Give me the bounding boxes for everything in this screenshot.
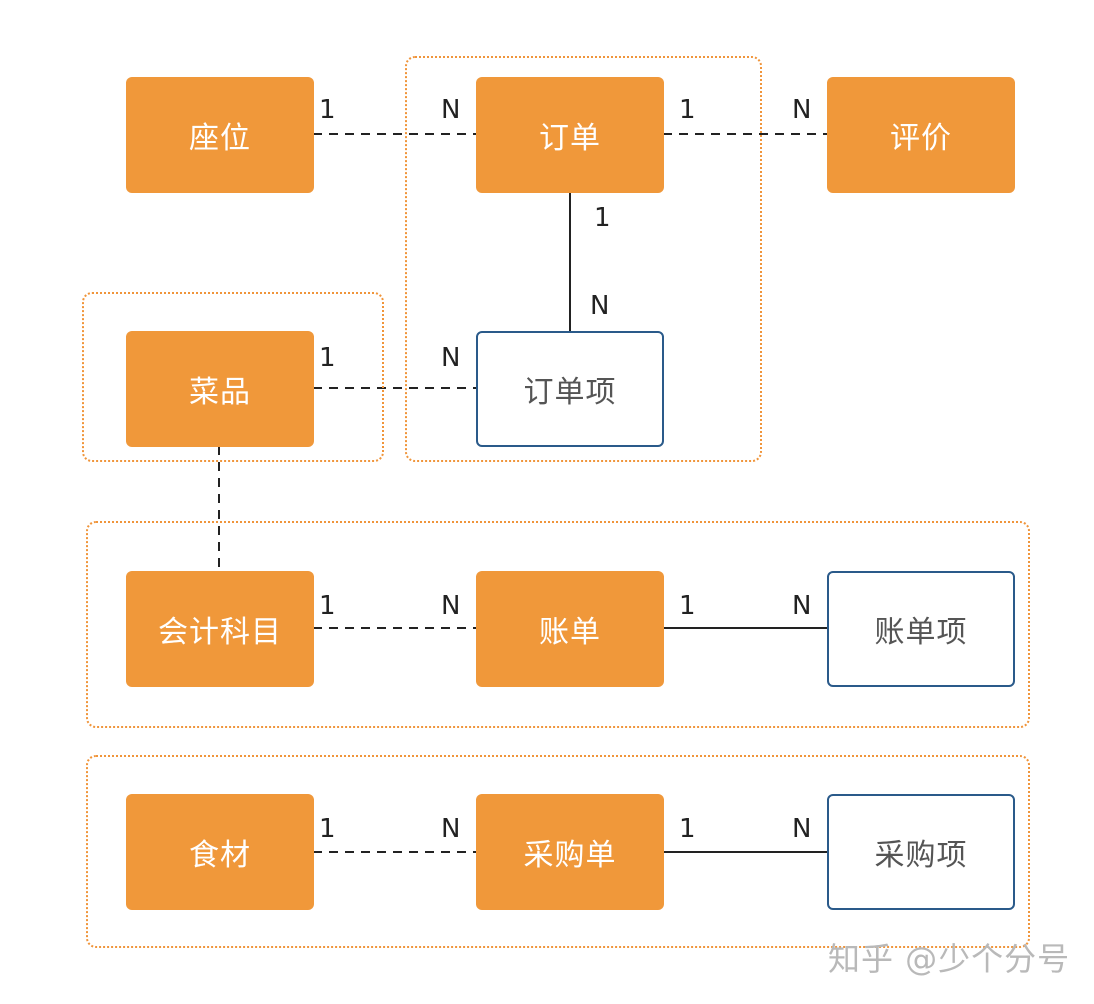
- card-bill-billitem-to: N: [792, 591, 812, 621]
- card-subject-bill-to: N: [441, 591, 461, 621]
- card-order-orderitem-to: N: [590, 291, 610, 321]
- entity-dish: 菜品: [126, 331, 314, 447]
- card-seat-order-to: N: [441, 95, 461, 125]
- entity-bill-item: 账单项: [827, 571, 1015, 687]
- entity-review: 评价: [827, 77, 1015, 193]
- card-seat-order-from: 1: [319, 95, 336, 125]
- purchase-aggregate-boundary: [86, 755, 1030, 948]
- card-dish-orderitem-to: N: [441, 343, 461, 373]
- entity-bill: 账单: [476, 571, 664, 687]
- entity-account-subject: 会计科目: [126, 571, 314, 687]
- card-purchase-purchaseitem-to: N: [792, 814, 812, 844]
- order-aggregate-boundary: [405, 56, 762, 462]
- entity-order: 订单: [476, 77, 664, 193]
- entity-seat: 座位: [126, 77, 314, 193]
- card-order-orderitem-from: 1: [594, 203, 611, 233]
- card-order-review-to: N: [792, 95, 812, 125]
- card-bill-billitem-from: 1: [679, 591, 696, 621]
- card-order-review-from: 1: [679, 95, 696, 125]
- entity-order-item: 订单项: [476, 331, 664, 447]
- dish-aggregate-boundary: [82, 292, 384, 462]
- card-subject-bill-from: 1: [319, 591, 336, 621]
- entity-ingredient: 食材: [126, 794, 314, 910]
- card-dish-orderitem-from: 1: [319, 343, 336, 373]
- entity-purchase-order: 采购单: [476, 794, 664, 910]
- card-ingredient-purchase-to: N: [441, 814, 461, 844]
- card-purchase-purchaseitem-from: 1: [679, 814, 696, 844]
- card-ingredient-purchase-from: 1: [319, 814, 336, 844]
- entity-purchase-item: 采购项: [827, 794, 1015, 910]
- bill-aggregate-boundary: [86, 521, 1030, 728]
- watermark: 知乎 @少个分号: [828, 940, 1071, 978]
